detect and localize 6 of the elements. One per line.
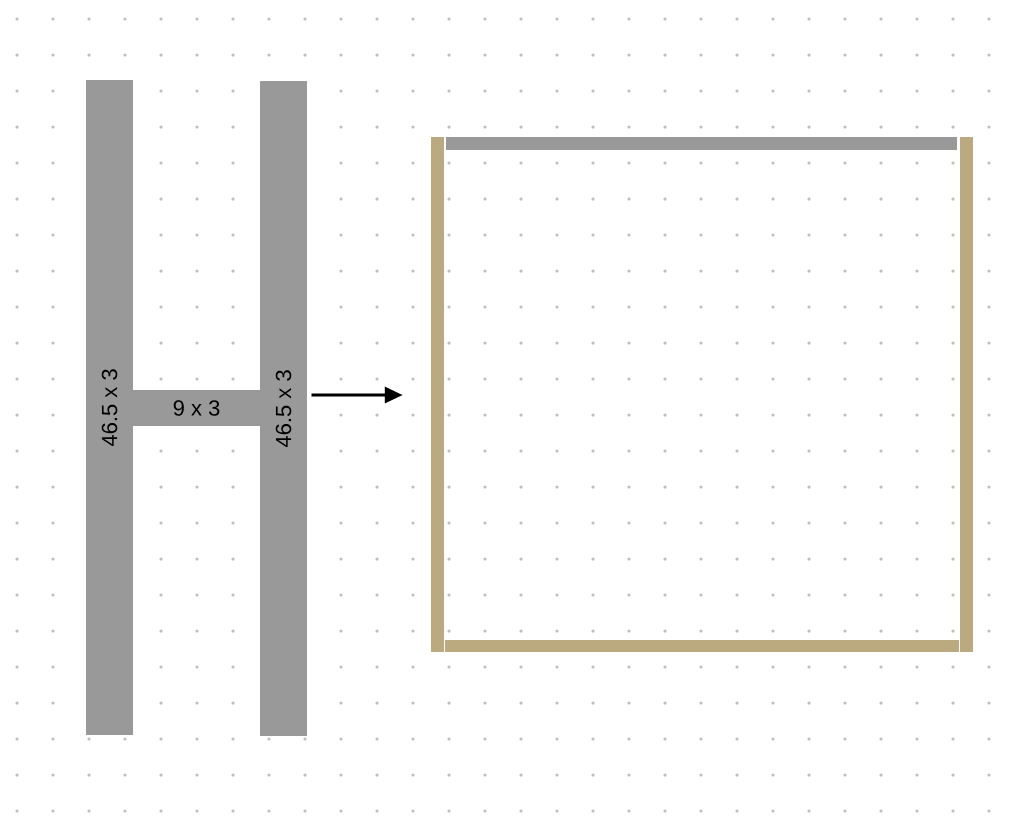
bar bbox=[960, 137, 973, 652]
bar bbox=[431, 137, 444, 652]
bar bbox=[445, 640, 959, 652]
labeled-bar: 9 x 3 bbox=[133, 390, 260, 426]
node-label: 9 x 3 bbox=[173, 400, 220, 416]
bar bbox=[446, 137, 957, 150]
